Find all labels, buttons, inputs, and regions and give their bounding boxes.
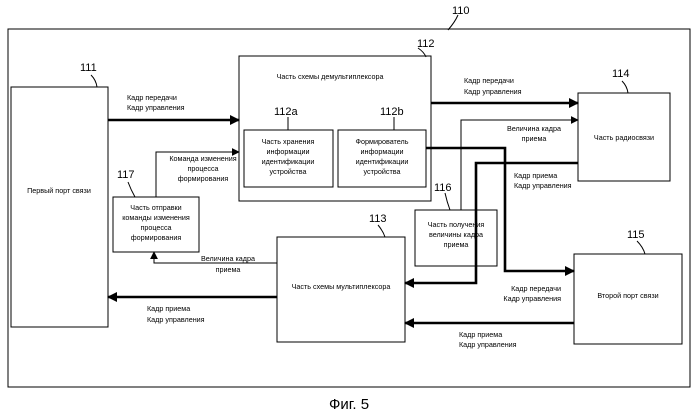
tx-first-label-1: Кадр передачи [127,93,177,102]
storage-line-1: Часть хранения [262,137,315,146]
radio-leader [622,81,628,93]
figure-caption: Фиг. 5 [329,396,369,413]
rx-first-label-2: Кадр управления [147,315,205,324]
first-port-block [11,87,108,327]
second-port-leader [637,241,645,254]
radio-ref: 114 [612,68,630,80]
mux-ref: 113 [369,213,387,225]
frame-size-bottom-label-2: приема [216,265,241,274]
demux-label: Часть схемы демультиплексора [277,72,384,81]
cmd-sender-ref: 117 [117,169,135,181]
second-port-label: Второй порт связи [597,291,658,300]
size-getter-leader [445,193,450,210]
rx-radio-label-2: Кадр управления [514,181,572,190]
cmd-change-label-3: формирования [178,174,229,183]
cmd-change-label-2: процесса [187,164,218,173]
former-line-1: Формирователь [356,137,409,146]
cmd-sender-line-1: Часть отправки [130,203,181,212]
storage-line-4: устройства [269,167,306,176]
cmd-sender-line-4: формирования [131,233,182,242]
first-port-ref: 111 [80,62,97,74]
radio-label: Часть радиосвязи [594,133,654,142]
former-line-3: идентификации [356,157,409,166]
second-port-ref: 115 [627,229,645,241]
cmd-sender-line-2: команды изменения [122,213,190,222]
frame-size-top-label-2: приема [522,134,547,143]
rx-radio-label-1: Кадр приема [514,171,557,180]
rx-first-label-1: Кадр приема [147,304,190,313]
outer-frame-leader [448,15,458,30]
tx-radio-label-2: Кадр управления [464,87,522,96]
tx-second-label-1: Кадр передачи [511,284,561,293]
tx-first-label-2: Кадр управления [127,103,185,112]
frame-size-top-label-1: Величина кадра [507,124,561,133]
arrow-size-to-radio [461,120,578,210]
tx-second-label-2: Кадр управления [503,294,561,303]
demux-ref: 112 [417,38,435,50]
first-port-leader [91,75,97,87]
storage-ref: 112a [274,106,299,118]
former-ref: 112b [380,106,404,118]
former-line-2: информации [361,147,404,156]
size-getter-ref: 116 [434,182,452,194]
frame-size-bottom-label-1: Величина кадра [201,254,255,263]
mux-leader [378,225,385,237]
outer-frame-ref: 110 [452,5,470,17]
cmd-sender-leader [128,182,135,197]
rx-second-label-2: Кадр управления [459,340,517,349]
rx-second-label-1: Кадр приема [459,330,502,339]
mux-label: Часть схемы мультиплексора [292,282,391,291]
storage-line-2: информации [267,147,310,156]
tx-radio-label-1: Кадр передачи [464,76,514,85]
first-port-label: Первый порт связи [27,186,91,195]
cmd-sender-line-3: процесса [140,223,171,232]
size-getter-line-3: приема [444,240,469,249]
former-line-4: устройства [363,167,400,176]
storage-line-3: идентификации [262,157,315,166]
cmd-change-label-1: Команда изменения [169,154,236,163]
